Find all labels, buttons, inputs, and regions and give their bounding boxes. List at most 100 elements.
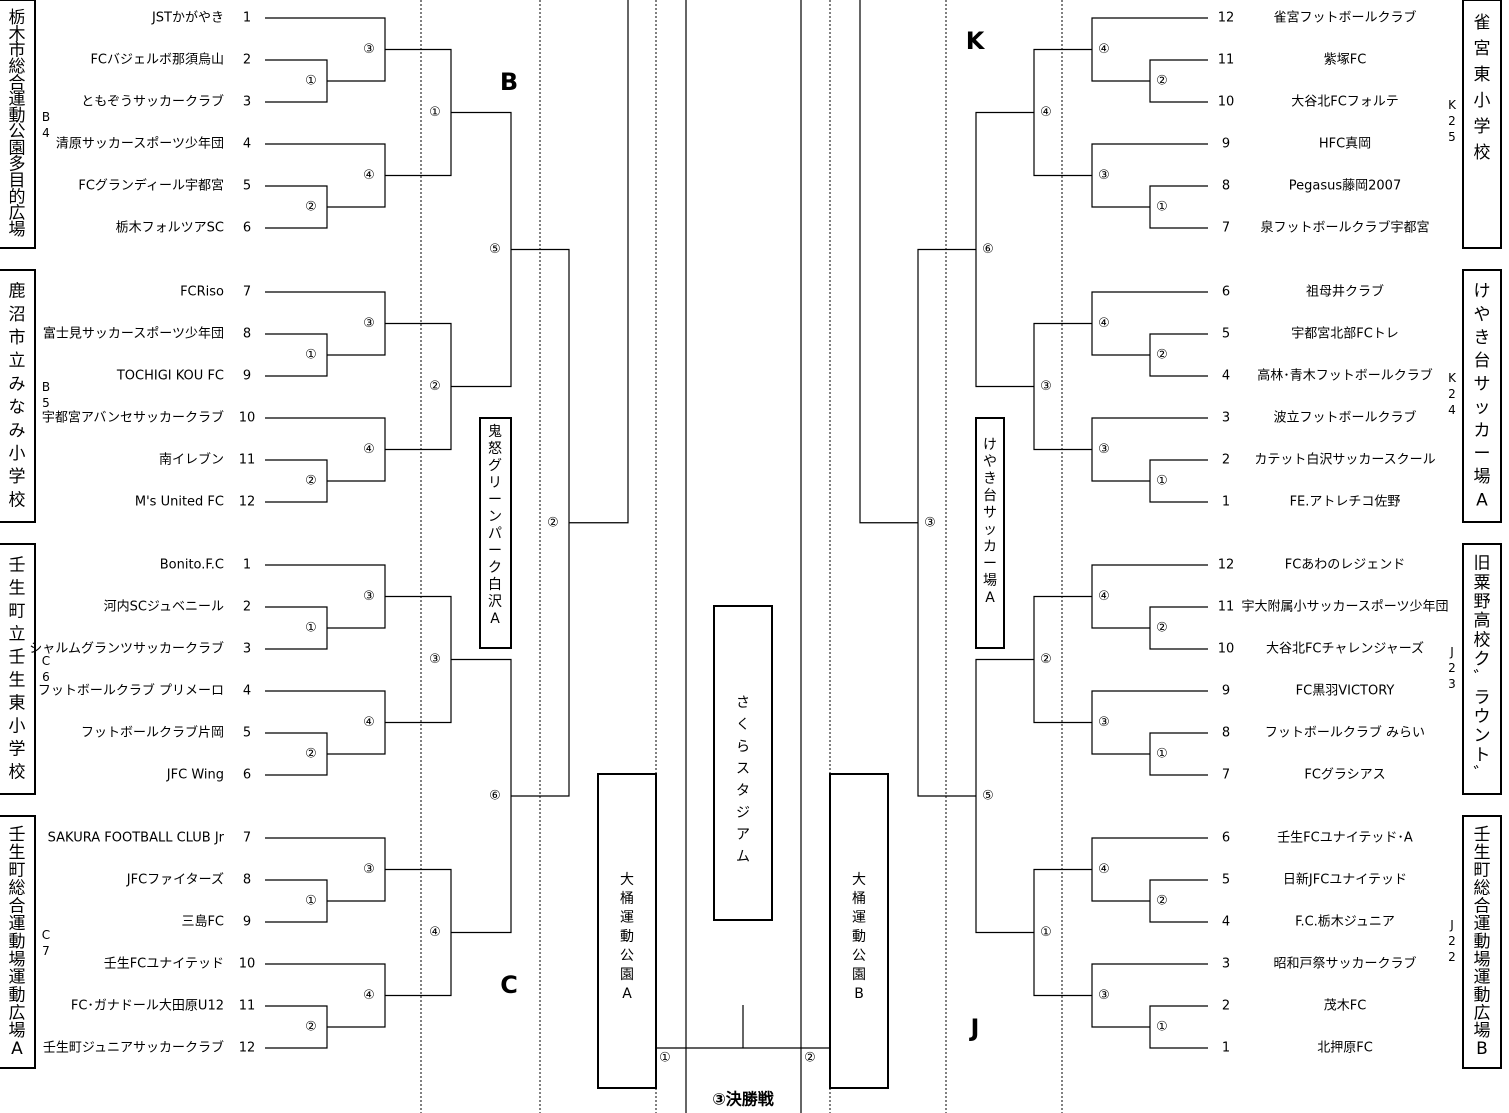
round-label: ①	[305, 348, 317, 363]
outer-venue-name-char: 場	[9, 220, 26, 240]
stadium-name-char: ジ	[736, 805, 750, 821]
outer-venue-name-char: 的	[9, 187, 26, 207]
outer-venue-name-char: な	[9, 398, 26, 418]
left-venue-name-char: A	[622, 986, 632, 1002]
mid-venue-box-right	[975, 417, 1005, 649]
team-name: 大谷北FCフォルテ	[1291, 95, 1399, 110]
round-label: ③	[924, 515, 936, 530]
round-label: ④	[363, 715, 375, 730]
round-label: ②	[305, 200, 317, 215]
seed-number: 12	[1218, 558, 1235, 573]
outer-venue-name-char: 学	[1474, 117, 1491, 137]
team-name: 宇都宮北部FCトレ	[1291, 326, 1399, 342]
match-connector	[265, 606, 328, 650]
seed-number: 5	[1222, 873, 1230, 888]
mid-venue-left-char: 白	[488, 577, 502, 593]
outer-venue-name-char: 市	[9, 41, 26, 61]
team-name: FC･ガナドール大田原U12	[71, 999, 224, 1014]
seed-number: 1	[1222, 495, 1230, 510]
zone-code: J23	[1448, 645, 1456, 691]
mid-venue-right-char: カ	[983, 539, 997, 555]
seed-number: 8	[243, 873, 251, 888]
outer-venue-name-char: 小	[9, 717, 26, 737]
outer-venue-name-char: ラ	[1474, 688, 1491, 708]
right-venue-box	[829, 773, 889, 1089]
zone-code-char: 2	[1448, 950, 1456, 964]
zone-code: K24	[1448, 371, 1457, 417]
block-letter: B	[500, 68, 518, 96]
team-name: 大谷北FCチャレンジャーズ	[1266, 641, 1424, 657]
round-label: ③	[1098, 988, 1110, 1003]
team-name: 波立フットボールクラブ	[1273, 410, 1416, 426]
outer-venue-name-char: 町	[9, 602, 26, 622]
round-label: ④	[363, 168, 375, 183]
zone-code: J22	[1448, 918, 1456, 964]
outer-venue-name-char: 高	[1474, 611, 1491, 631]
match-connector	[385, 595, 452, 724]
outer-venue-name-char: ウ	[1474, 707, 1491, 727]
outer-venue-name-char: 広	[9, 204, 26, 224]
outer-venue-name-char: 校	[1474, 630, 1491, 650]
team-name: JSTかがやき	[151, 11, 224, 26]
round-label: ②	[305, 474, 317, 489]
outer-venue-box	[0, 269, 36, 523]
team-name: 三島FC	[181, 915, 224, 930]
seed-number: 6	[243, 768, 251, 783]
outer-venue-name-char: 野	[1474, 592, 1491, 612]
outer-venue-name-char: 栃	[9, 8, 26, 28]
round-label: ③	[363, 589, 375, 604]
outer-venue-name-char: 雀	[1474, 13, 1491, 33]
zone-code-char: C	[42, 928, 50, 942]
team-name: 日新JFCユナイテッド	[1283, 872, 1407, 888]
right-venue-name-char: 園	[852, 967, 866, 983]
seed-number: 8	[1222, 179, 1230, 194]
outer-venue-box	[0, 815, 36, 1069]
seed-number: 7	[243, 285, 251, 300]
outer-venue-name-char: 場	[1474, 467, 1491, 487]
seed-number: 11	[1218, 53, 1235, 68]
outer-venue-name-char: 多	[9, 155, 26, 175]
outer-venue-name-char: き	[1474, 328, 1491, 348]
seed-number: 4	[243, 684, 251, 699]
seed-number: 10	[239, 957, 256, 972]
outer-venue-name-char: 生	[9, 579, 26, 599]
outer-venue-name-char: A	[1476, 490, 1488, 510]
outer-venue-name-char: 運	[9, 90, 26, 110]
outer-venue-name-char: や	[1474, 305, 1491, 325]
round-label: ③	[1098, 715, 1110, 730]
outer-venue-name-char: 広	[9, 1003, 26, 1023]
outer-venue-name-char: 目	[9, 171, 26, 191]
seed-number: 5	[243, 179, 251, 194]
stadium-name-char: ス	[736, 761, 750, 777]
mid-venue-right-char: 場	[983, 573, 997, 589]
match-connector	[385, 322, 452, 451]
seed-number: 3	[243, 95, 251, 110]
outer-venue-name-char: 合	[9, 896, 26, 916]
outer-venue-name-char: 合	[9, 73, 26, 93]
match-connector	[451, 111, 512, 388]
team-name: JFCファイターズ	[126, 872, 224, 888]
zone-code-char: K	[1448, 371, 1457, 385]
seed-number: 8	[243, 327, 251, 342]
match-connector	[859, 0, 918, 524]
right-venue-name-char: 桶	[852, 891, 866, 907]
seed-number: 10	[1218, 95, 1235, 110]
round-label: ④	[429, 925, 441, 940]
seed-number: 12	[239, 1041, 256, 1056]
zone-code: K25	[1448, 98, 1457, 144]
zone-code-char: 6	[42, 670, 50, 684]
seed-number: 11	[1218, 600, 1235, 615]
team-name: 茂木FC	[1324, 999, 1367, 1014]
round-label: ⑤	[489, 242, 501, 257]
outer-venue-name-char: ゛	[1474, 764, 1491, 784]
team-name: 壬生FCユナイテッド･A	[1277, 831, 1413, 846]
outer-venue-name-char: 町	[9, 861, 26, 881]
team-name: 雀宮フットボールクラブ	[1273, 10, 1416, 26]
seed-number: 5	[1222, 327, 1230, 342]
seed-number: 1	[243, 558, 251, 573]
round-label: ①	[429, 105, 441, 120]
mid-venue-right-char: き	[983, 471, 997, 487]
outer-venue-name-char: 動	[9, 932, 26, 952]
